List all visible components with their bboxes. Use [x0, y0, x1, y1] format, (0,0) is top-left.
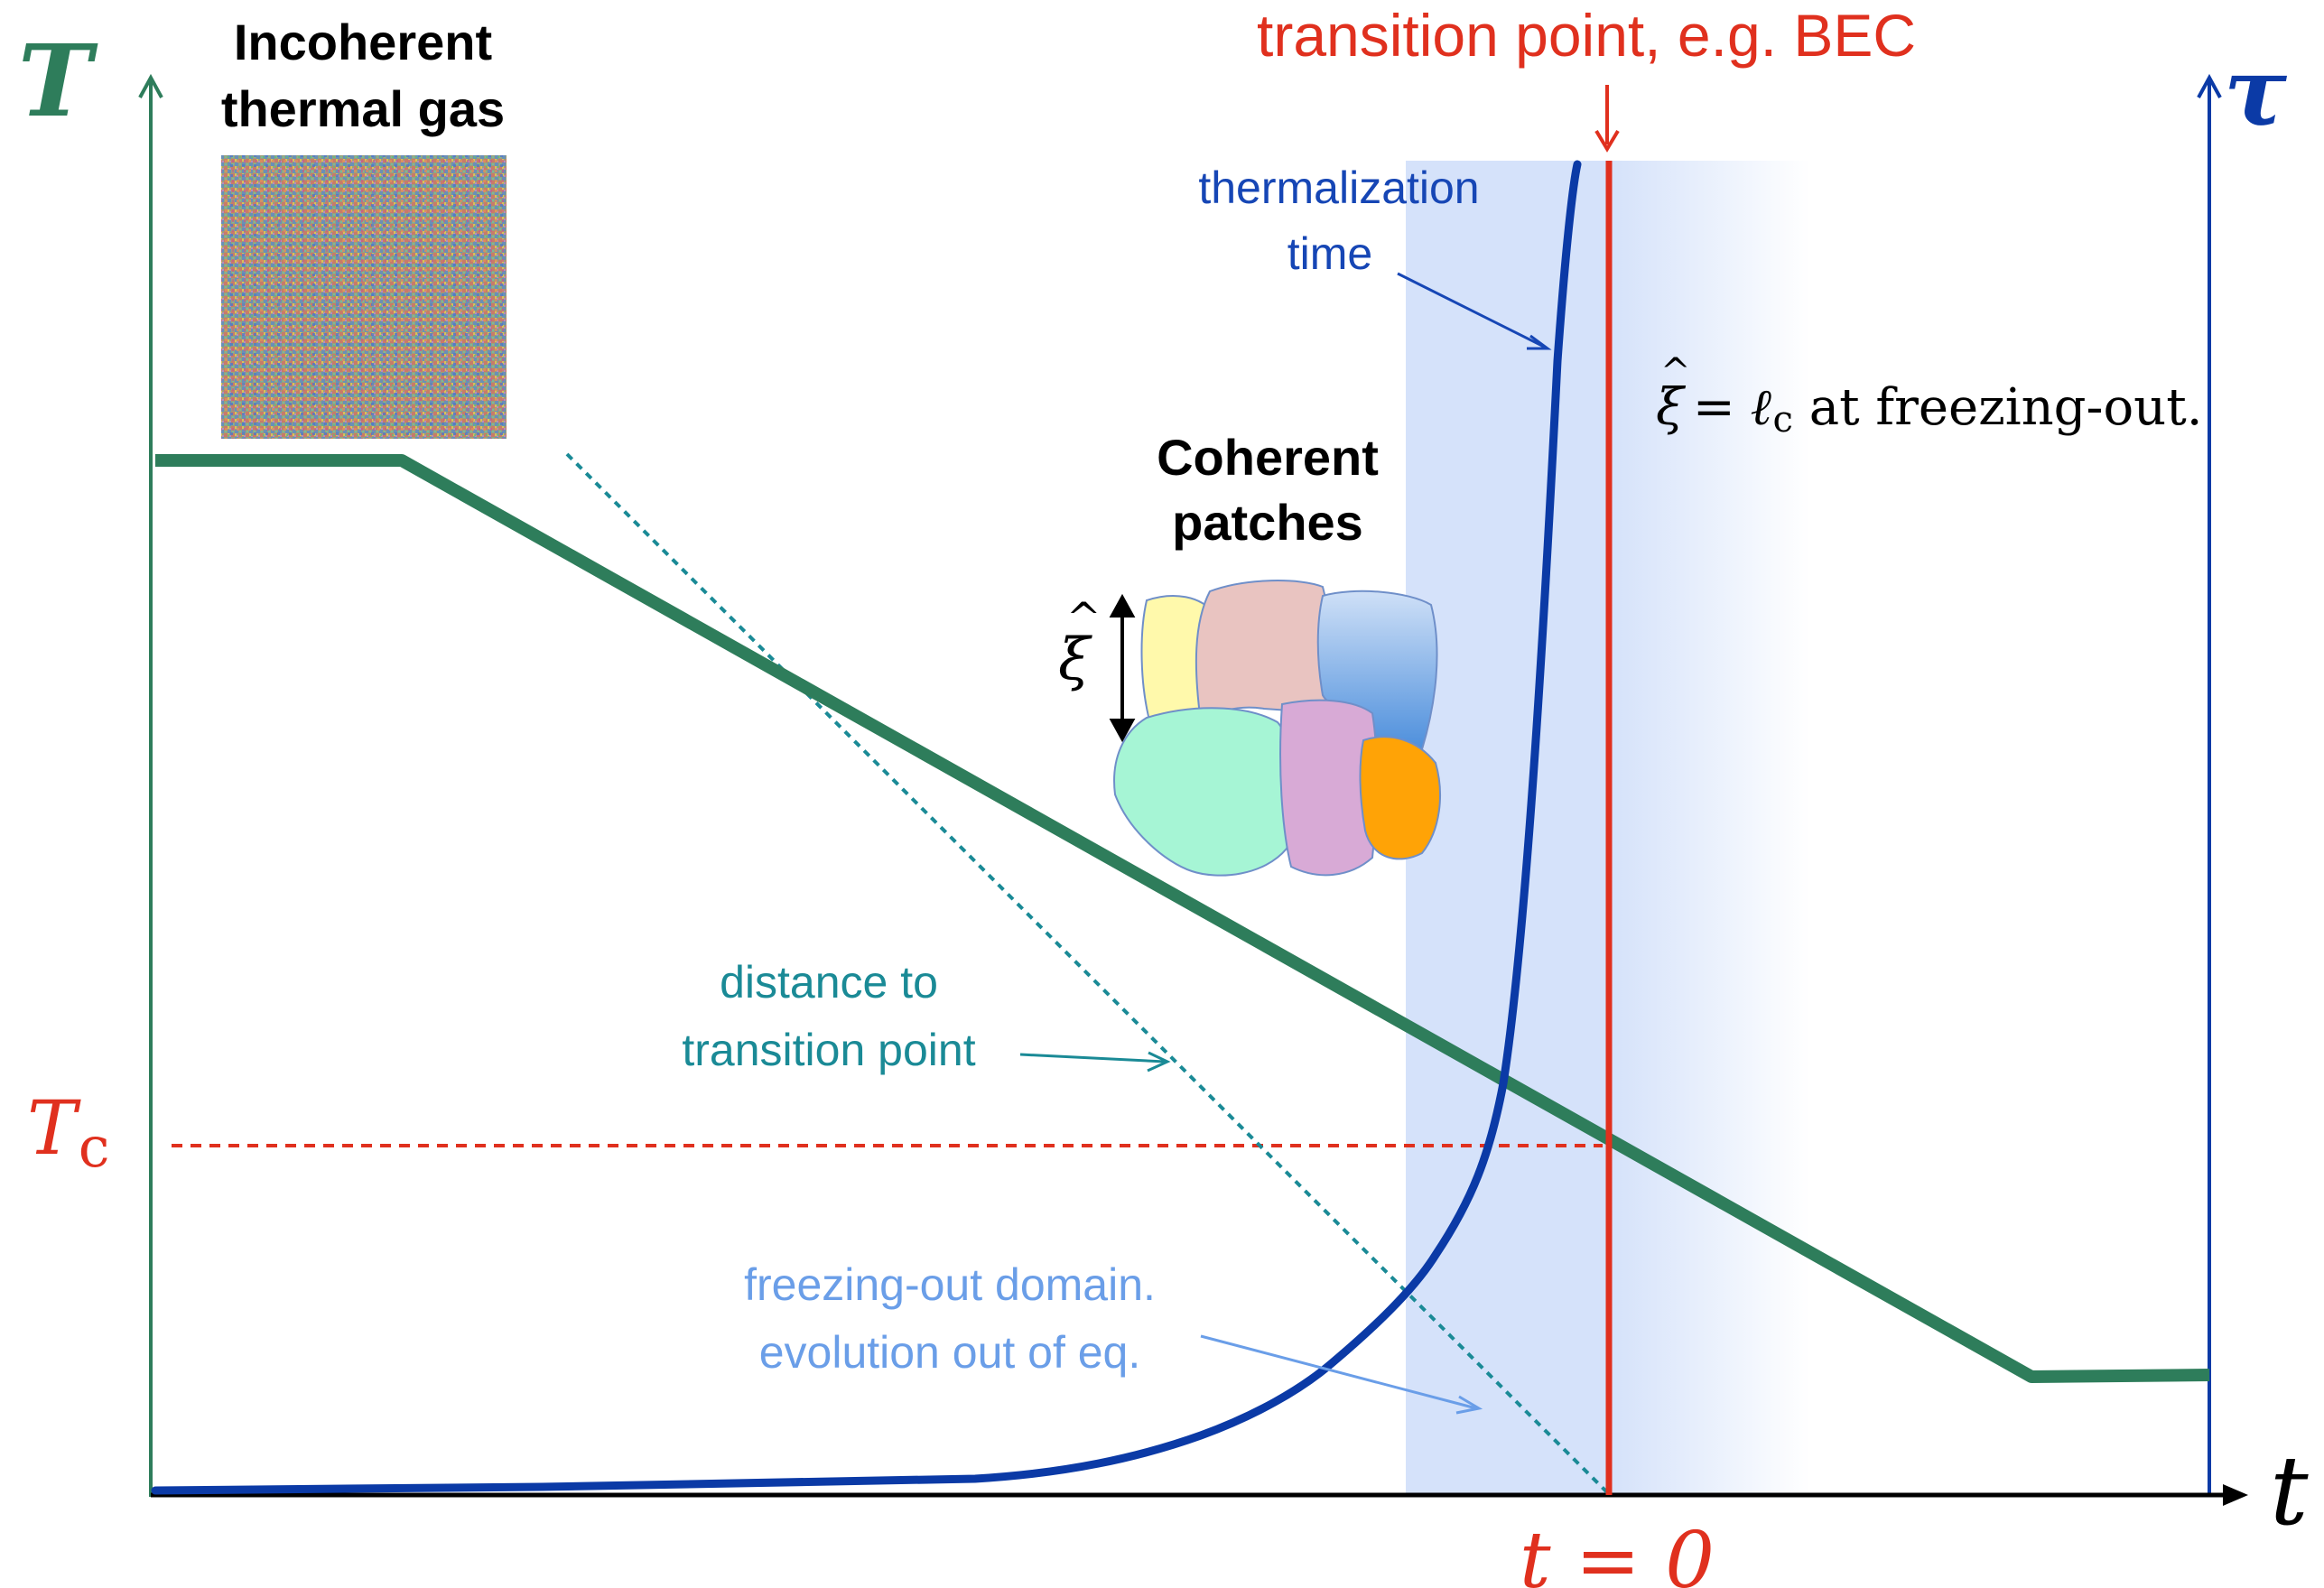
thermalization-curve: [151, 160, 1582, 1495]
coherent-label-line2: patches: [1172, 494, 1363, 551]
distance-pointer: [1019, 1053, 1166, 1063]
patch-green: [1113, 707, 1297, 877]
coherent-patches: [1113, 580, 1441, 877]
tau-axis-label: τ: [2224, 36, 2288, 147]
temperature-axis-label: T: [18, 23, 98, 139]
xi-double-arrow: [1109, 593, 1136, 743]
freeze-equation-hat: ^: [1660, 351, 1691, 393]
temperature-axis-arrow: [138, 73, 163, 98]
time-axis-arrow: [2223, 1484, 2248, 1506]
xi-hat-glyph: ^: [1066, 593, 1102, 642]
temperature-curve: [155, 454, 2210, 1383]
incoherent-gas-image: [221, 155, 507, 439]
coherent-label-line1: Coherent: [1157, 429, 1379, 486]
xi-label: ξ: [1058, 627, 1092, 693]
transition-arrow-head: [1594, 129, 1620, 153]
distance-line: [565, 452, 1611, 1496]
thermalization-label-line1: thermalization: [1198, 163, 1479, 213]
distance-pointer-head: [1147, 1051, 1171, 1073]
distance-label-line2: transition point: [682, 1025, 975, 1075]
tau-axis-arrow: [2197, 73, 2222, 98]
thermalization-pointer: [1397, 272, 1547, 349]
freeze-label-line1: freezing-out domain.: [744, 1259, 1156, 1310]
freeze-equation: ξ= ℓc at freezing-out.: [1656, 377, 2203, 441]
freeze-band: [1406, 161, 1612, 1495]
critical-temperature-label: Tc: [27, 1086, 109, 1180]
incoherent-label-line2: thermal gas: [221, 80, 505, 137]
patch-purple: [1279, 699, 1378, 877]
patch-orange: [1359, 736, 1441, 860]
thermalization-pointer-head: [1527, 334, 1552, 350]
t-zero-label: t = 0: [1520, 1516, 1715, 1588]
time-axis-label: t: [2270, 1435, 2309, 1546]
freeze-pointer: [1200, 1334, 1477, 1410]
distance-label-line1: distance to: [720, 957, 938, 1008]
freeze-label-line2: evolution out of eq.: [759, 1327, 1141, 1378]
freeze-band-fade: [1612, 161, 1810, 1495]
freeze-pointer-head: [1455, 1395, 1483, 1415]
thermalization-label-line2: time: [1287, 228, 1372, 279]
transition-label: transition point, e.g. BEC: [1257, 2, 1916, 69]
incoherent-label-line1: Incoherent: [234, 14, 492, 70]
